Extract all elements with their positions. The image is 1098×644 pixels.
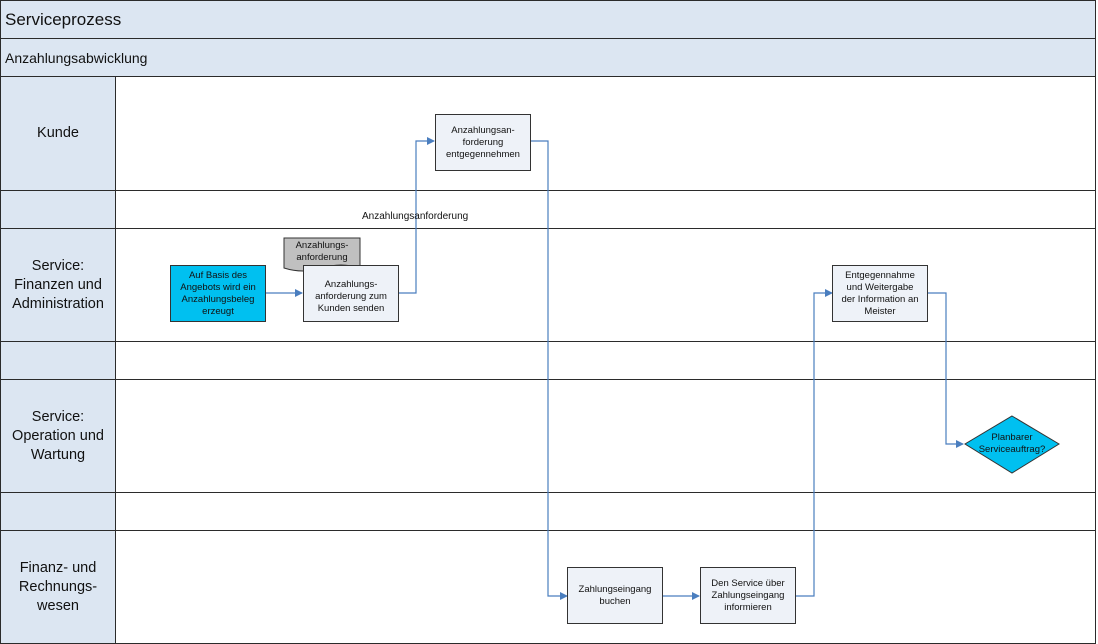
task-service-informieren[interactable]: Den Service über Zahlungseingang informi… <box>700 567 796 624</box>
lane-kunde <box>115 76 1096 191</box>
task-anzahlungsanforderung-entgegennehmen[interactable]: Anzahlungsan- forderung entgegennehmen <box>435 114 531 171</box>
lane-operation-wartung-label: Service: Operation und Wartung <box>0 379 116 493</box>
edge-label-anzahlungsanforderung: Anzahlungsanforderung <box>362 211 469 222</box>
start-anzahlungsbeleg-erzeugt[interactable]: Auf Basis des Angebots wird ein Anzahlun… <box>170 265 266 322</box>
lane-spacer-2 <box>115 341 1096 380</box>
lane-spacer-1-label <box>0 190 116 229</box>
lane-spacer-2-label <box>0 341 116 380</box>
task-entgegennahme-weitergabe[interactable]: Entgegennahme und Weitergabe der Informa… <box>832 265 928 322</box>
lane-operation-wartung <box>115 379 1096 493</box>
lane-kunde-label: Kunde <box>0 76 116 191</box>
task-zahlungseingang-buchen[interactable]: Zahlungseingang buchen <box>567 567 663 624</box>
document-anzahlungsanforderung[interactable]: Anzahlungs- anforderung <box>295 240 349 263</box>
task-anzahlungsanforderung-senden[interactable]: Anzahlungs- anforderung zum Kunden sende… <box>303 265 399 322</box>
lane-spacer-3 <box>115 492 1096 531</box>
decision-planbarer-serviceauftrag[interactable]: Planbarer Serviceauftrag? <box>978 432 1046 455</box>
lane-spacer-1 <box>115 190 1096 229</box>
diagram-subtitle: Anzahlungsabwicklung <box>0 38 1096 77</box>
lane-finanzen-admin-label: Service: Finanzen und Administration <box>0 228 116 342</box>
lane-spacer-3-label <box>0 492 116 531</box>
diagram-title: Serviceprozess <box>0 0 1096 39</box>
lane-finanz-rechnungswesen-label: Finanz- und Rechnungs- wesen <box>0 530 116 644</box>
